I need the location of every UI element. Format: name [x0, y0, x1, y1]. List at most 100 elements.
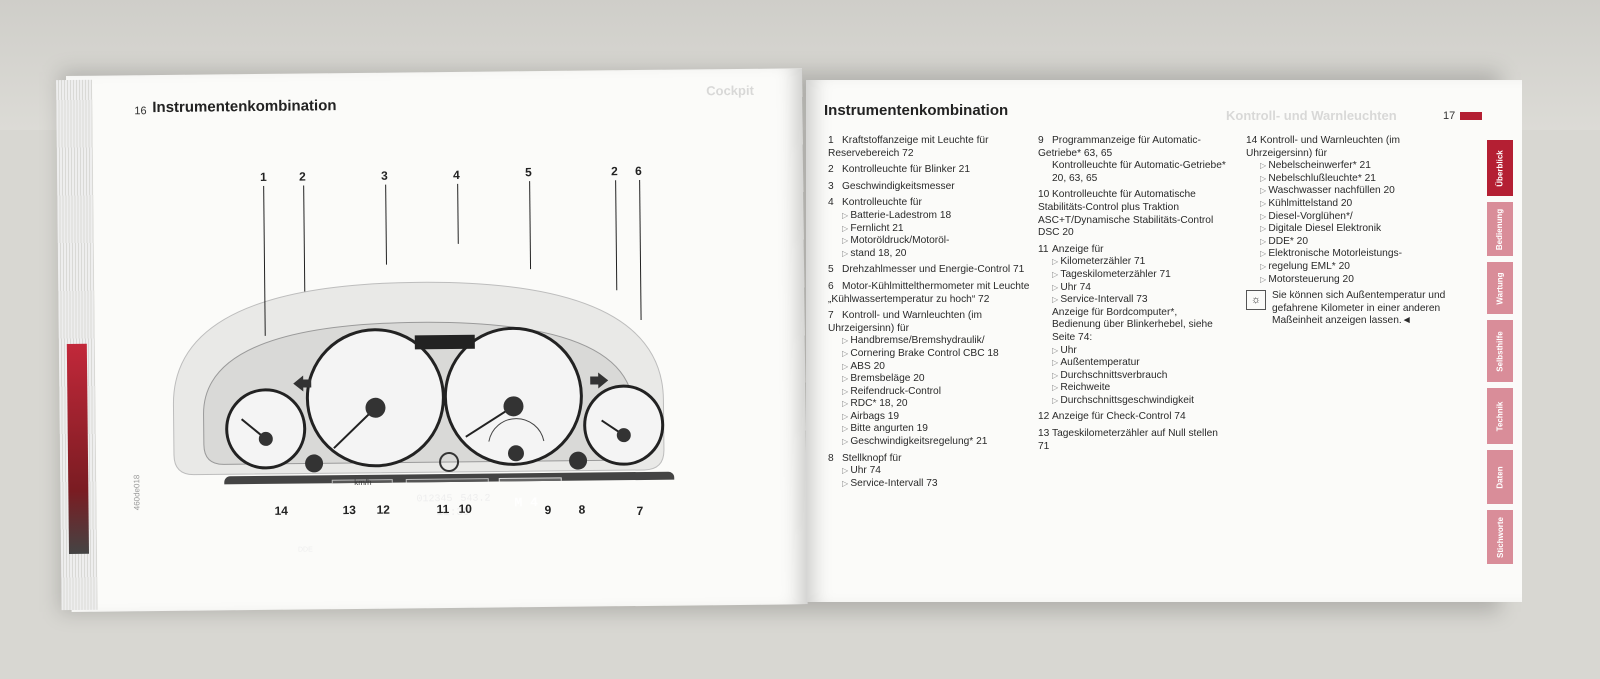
tab-label: Bedienung — [1495, 208, 1505, 250]
list-item: 2 Kontrolleuchte für Blinker 21 — [828, 164, 1038, 177]
callout-13: 13 — [342, 502, 356, 518]
callout-5: 5 — [524, 165, 532, 180]
tab-wartung: Wartung — [1487, 262, 1513, 314]
callout-8: 8 — [578, 502, 586, 517]
tab-label: Daten — [1495, 465, 1505, 489]
tab-daten: Daten — [1487, 450, 1513, 504]
callout-12: 12 — [376, 502, 390, 517]
sub-item: stand 18, 20 — [828, 248, 1038, 261]
callout-10: 10 — [458, 501, 472, 516]
list-item: 3 Geschwindigkeitsmesser — [828, 181, 1038, 194]
item-number: 4 — [828, 197, 834, 209]
sub-item: Service-Intervall 73 — [828, 478, 1038, 491]
sub-item: Motoröldruck/Motoröl- — [828, 235, 1038, 248]
callout-9: 9 — [544, 502, 552, 518]
instrument-cluster-drawing — [172, 281, 675, 556]
sub-item: Reichweite — [1038, 382, 1228, 395]
sub-item: Durchschnittsgeschwindigkeit — [1038, 395, 1228, 408]
tab-stichworte: Stichworte — [1487, 510, 1513, 564]
sub-item: Motorsteuerung 20 — [1246, 274, 1456, 287]
sub-item: DDE* 20 — [1246, 236, 1456, 249]
dde-label: DDE — [297, 546, 313, 554]
sub-item: Außentemperatur — [1038, 357, 1228, 370]
gear-readout: M 4 — [514, 495, 538, 511]
item-extra: Anzeige für Bordcomputer*, Bedienung übe… — [1052, 306, 1213, 343]
item-number: 1 — [828, 135, 834, 146]
sub-item: Digitale Diesel Elektronik — [1246, 223, 1456, 236]
item-text: Stellknopf für — [842, 452, 902, 464]
callout-2b: 2 — [610, 164, 618, 179]
tab-bedienung: Bedienung — [1487, 202, 1513, 256]
callout-1: 1 — [259, 169, 267, 184]
tab-selbsthilfe: Selbsthilfe — [1487, 320, 1513, 382]
sub-item: Tageskilometerzähler 71 — [1038, 269, 1228, 282]
item-number: 11 — [1038, 243, 1049, 255]
item-text: Tageskilometerzähler auf Null stellen 71 — [1038, 428, 1218, 452]
list-item-head: 2 Kontrolleuchte für Blinker 21 — [828, 164, 1038, 177]
list-item-head: 5 Drehzahlmesser und Energie-Control 71 — [828, 264, 1038, 277]
callout-6: 6 — [634, 163, 642, 179]
item-number: 6 — [828, 280, 834, 292]
sub-item: Fernlicht 21 — [828, 223, 1038, 236]
item-text: Kontroll- und Warnleuchten (im Uhrzeiger… — [828, 310, 983, 334]
item-number: 5 — [828, 264, 834, 276]
item-number: 3 — [828, 180, 834, 192]
callout-14: 14 — [274, 503, 288, 518]
tab-label: Stichworte — [1495, 516, 1505, 558]
list-item-head: 3 Geschwindigkeitsmesser — [828, 181, 1038, 194]
sub-item: Nebelscheinwerfer* 21 — [1246, 160, 1456, 173]
sub-item: Geschwindigkeitsregelung* 21 — [828, 436, 1038, 449]
list-item: 8 Stellknopf fürUhr 74Service-Intervall 7… — [828, 453, 1038, 491]
callout-7: 7 — [636, 503, 644, 519]
item-text: Drehzahlmesser und Energie-Control 71 — [842, 264, 1025, 276]
sub-item: Nebelschlußleuchte* 21 — [1246, 173, 1456, 186]
sub-item: regelung EML* 20 — [1246, 261, 1456, 274]
callout-3: 3 — [380, 168, 388, 183]
item-number: 8 — [828, 452, 834, 464]
sub-item: Cornering Brake Control CBC 18 — [828, 348, 1038, 361]
item-number: 10 — [1038, 189, 1050, 201]
sub-item: Uhr — [1038, 345, 1228, 358]
item-text: Geschwindigkeitsmesser — [842, 180, 955, 192]
item-number: 2 — [828, 164, 834, 176]
item-text: Kontrolleuchte für — [842, 197, 922, 209]
page-marker — [1460, 112, 1482, 120]
item-number: 12 — [1038, 411, 1050, 423]
item-text: Motor-Kühlmittelthermometer mit Leuchte … — [828, 280, 1030, 305]
sub-item: Reifendruck-Control — [828, 386, 1038, 399]
sub-item: Batterie-Ladestrom 18 — [828, 210, 1038, 223]
item-text: Anzeige für — [1052, 243, 1104, 255]
left-page: 16 Instrumentenkombination Cockpit — [56, 68, 808, 612]
list-item: 5 Drehzahlmesser und Energie-Control 71 — [828, 264, 1038, 277]
sub-item: Uhr 74 — [828, 465, 1038, 478]
item-text: Kontrolleuchte für Blinker 21 — [842, 164, 970, 176]
figure-code: 460de018 — [132, 474, 142, 511]
item-extra: Kontrolleuchte für Automatic-Getriebe* 2… — [1052, 160, 1226, 184]
tab-label: Selbsthilfe — [1495, 330, 1505, 372]
list-item: 4 Kontrolleuchte fürBatterie-Ladestrom 18… — [828, 197, 1038, 260]
sub-item: Elektronische Motorleistungs- — [1246, 248, 1456, 261]
sub-item: Uhr 74 — [1038, 282, 1228, 295]
speedo-unit: km/h — [354, 477, 372, 488]
sub-item: Durchschnittsverbrauch — [1038, 370, 1228, 383]
sub-item: Diesel-Vorglühen*/ — [1246, 211, 1456, 224]
item-text: Anzeige für Check-Control 74 — [1052, 411, 1186, 423]
tab-label: Wartung — [1495, 271, 1505, 305]
